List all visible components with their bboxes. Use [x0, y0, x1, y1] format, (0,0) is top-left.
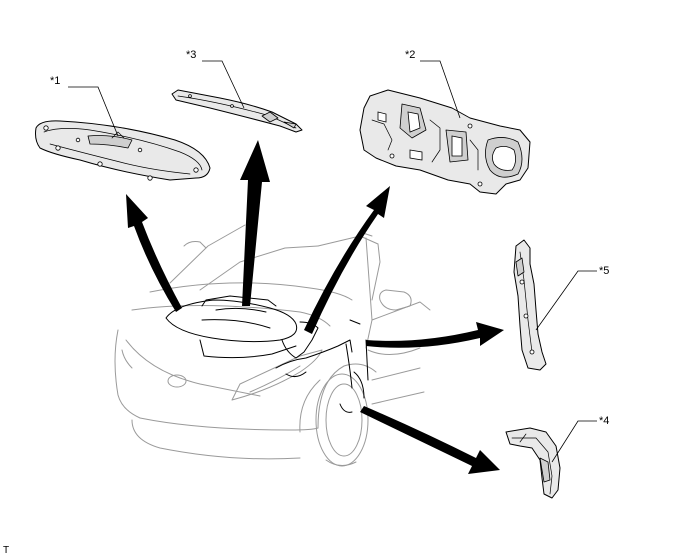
callout-label-2: *2	[405, 49, 415, 61]
callout-label-5: *5	[599, 265, 609, 277]
removal-arrows	[126, 140, 504, 474]
part-4-fender-liner-seal	[505, 427, 561, 499]
part-5-fender-seal	[513, 239, 547, 371]
callout-label-4: *4	[599, 415, 609, 427]
arrow-to-part-5	[366, 322, 504, 348]
arrow-to-part-2	[304, 186, 390, 334]
arrow-to-part-1	[126, 194, 182, 312]
leader-lines	[68, 60, 597, 463]
callout-label-3: *3	[186, 49, 196, 61]
arrow-to-part-3	[240, 140, 270, 306]
part-1-hood-insulator	[35, 120, 211, 181]
hood-insulator-position-outline	[165, 295, 369, 413]
vehicle-front-outline	[114, 224, 431, 467]
callout-label-1: *1	[50, 75, 60, 87]
arrow-to-part-4	[360, 406, 500, 474]
part-2-dash-panel-insulator	[359, 89, 531, 195]
figure-code: T	[3, 545, 10, 556]
part-3-cowl-insulator	[171, 89, 303, 133]
